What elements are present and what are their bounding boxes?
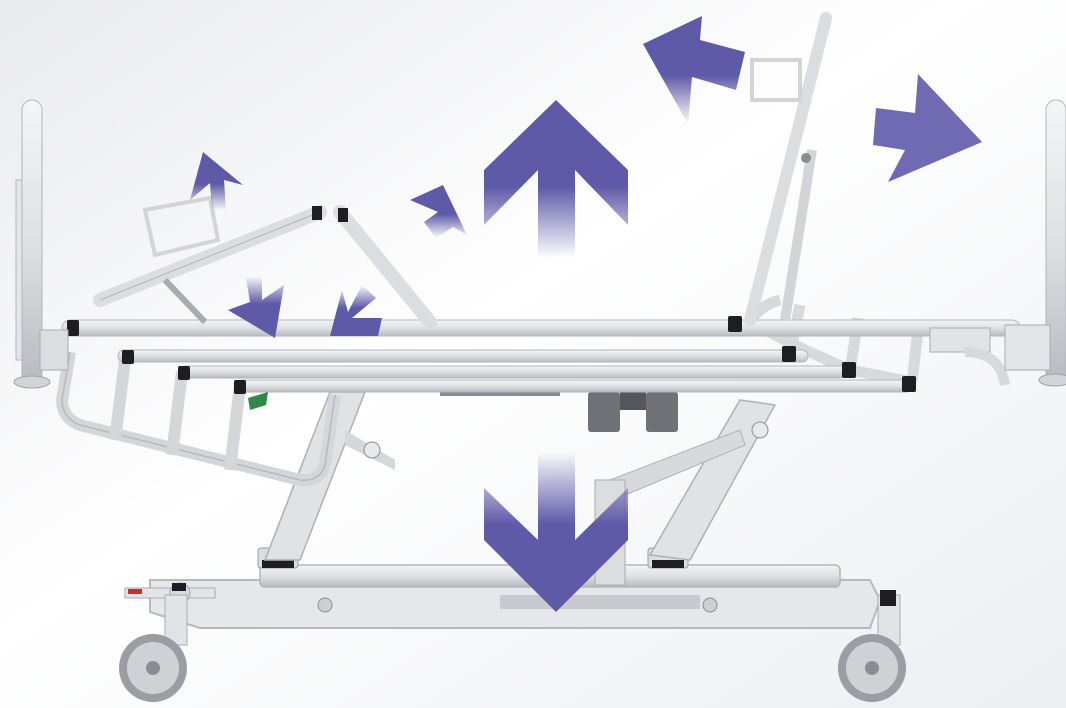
- hospital-bed-illustration: [0, 0, 1066, 708]
